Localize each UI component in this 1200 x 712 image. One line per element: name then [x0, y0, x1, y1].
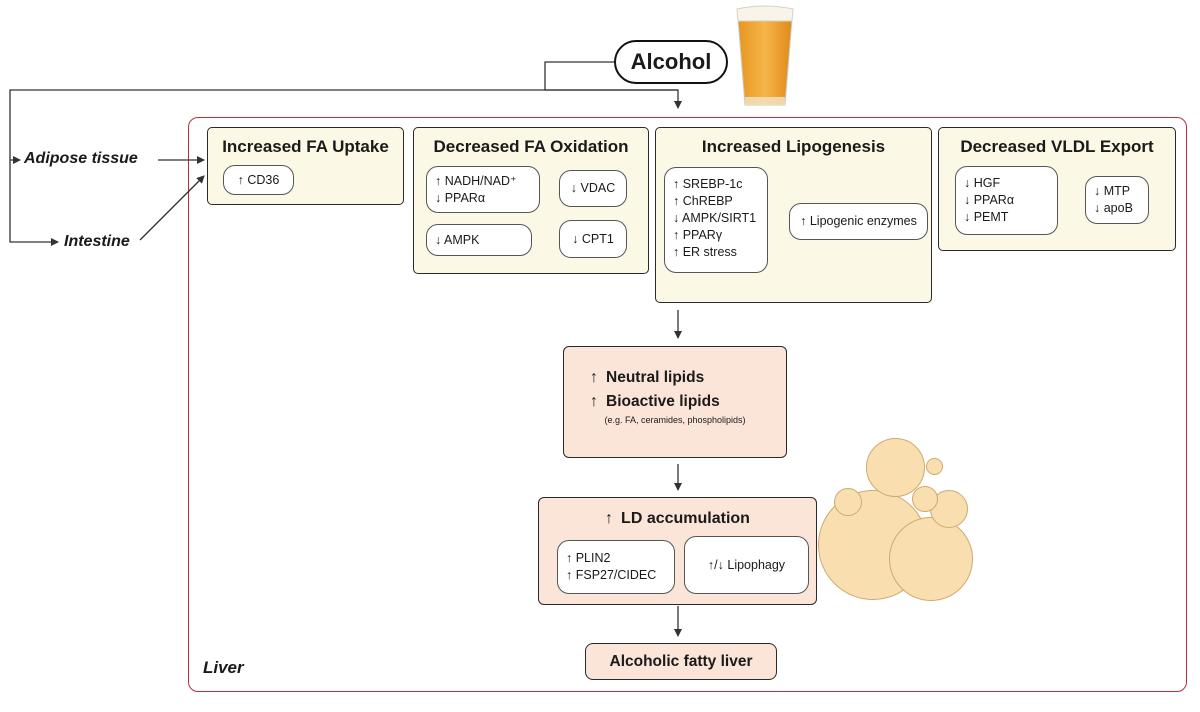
- alcoholic-fatty-liver-node: Alcoholic fatty liver: [585, 643, 777, 680]
- srebp-item: ↑ SREBP-1c: [673, 177, 743, 191]
- lipogenic-enzymes-item: ↑ Lipogenic enzymes: [789, 203, 928, 240]
- nadh-ratio-item: ↑ NADH/NAD⁺: [435, 174, 517, 188]
- bioactive-lipids-label: Bioactive lipids: [606, 393, 720, 410]
- ppara-item: ↓ PPARα: [435, 191, 486, 205]
- fa-oxidation-panel: Decreased FA Oxidation ↑ NADH/NAD⁺ ↓ PPA…: [413, 127, 649, 274]
- lipids-example-note: (e.g. FA, ceramides, phospholipids): [604, 415, 746, 425]
- er-stress-item: ↑ ER stress: [673, 245, 737, 259]
- lipogenic-factors-box: ↑ SREBP-1c ↑ ChREBP ↓ AMPK/SIRT1 ↑ PPARγ…: [664, 167, 768, 273]
- fa-oxidation-title: Decreased FA Oxidation: [433, 137, 629, 156]
- lipid-droplet-small: [912, 486, 938, 512]
- fsp27-item: ↑ FSP27/CIDEC: [566, 568, 657, 582]
- ld-accumulation-title: ↑ LD accumulation: [539, 510, 816, 528]
- neutral-lipids-text: ↑ Neutral lipids: [590, 369, 786, 387]
- apob-item: ↓ apoB: [1094, 201, 1133, 215]
- neutral-lipids-label: Neutral lipids: [606, 369, 705, 386]
- liver-compartment: [188, 117, 1187, 692]
- plin2-item: ↑ PLIN2: [566, 551, 611, 565]
- mtp-apob-box: ↓ MTP ↓ apoB: [1085, 176, 1149, 224]
- nadh-pparα-box: ↑ NADH/NAD⁺ ↓ PPARα: [426, 166, 540, 213]
- vdac-item: ↓ VDAC: [559, 170, 627, 207]
- lipid-droplet-tiny: [926, 458, 943, 475]
- vldl-export-panel: Decreased VLDL Export ↓ HGF ↓ PPARα ↓ PE…: [938, 127, 1176, 251]
- up-arrow-icon: ↑: [590, 369, 598, 386]
- lipids-node: ↑ Neutral lipids ↑ Bioactive lipids (e.g. …: [563, 346, 787, 458]
- cpt1-item: ↓ CPT1: [559, 220, 627, 258]
- lipogenesis-title: Increased Lipogenesis: [701, 137, 886, 156]
- lipophagy-item: ↑/↓ Lipophagy: [684, 536, 809, 594]
- lipid-droplet-top: [866, 438, 925, 497]
- intestine-label: Intestine: [64, 233, 130, 250]
- alcohol-distribution-line: [9, 89, 678, 246]
- chrebp-item: ↑ ChREBP: [673, 194, 733, 208]
- alcohol-node: Alcohol: [614, 40, 728, 84]
- ld-accumulation-node: ↑ LD accumulation ↑ PLIN2 ↑ FSP27/CIDEC ↑…: [538, 497, 817, 605]
- ampk-item: ↓ AMPK: [426, 224, 532, 256]
- vldl-export-title: Decreased VLDL Export: [960, 137, 1154, 156]
- pemt-item: ↓ PEMT: [964, 210, 1009, 224]
- lipogenesis-panel: Increased Lipogenesis ↑ SREBP-1c ↑ ChREB…: [655, 127, 932, 303]
- cd36-item: ↑ CD36: [223, 165, 294, 195]
- lipid-droplet-medium: [889, 517, 973, 601]
- ppary-item: ↑ PPARγ: [673, 228, 723, 242]
- intestine-to-uptake-arrow: [139, 175, 205, 241]
- liver-label: Liver: [203, 658, 244, 677]
- up-arrow-icon: ↑: [605, 510, 614, 527]
- vldl-factors-box: ↓ HGF ↓ PPARα ↓ PEMT: [955, 166, 1058, 235]
- beer-glass-icon: [736, 5, 794, 106]
- ppara-vldl-item: ↓ PPARα: [964, 193, 1015, 207]
- lipid-droplet-left-small: [834, 488, 862, 516]
- bioactive-lipids-text: ↑ Bioactive lipids: [590, 393, 786, 411]
- ld-proteins-box: ↑ PLIN2 ↑ FSP27/CIDEC: [557, 540, 675, 594]
- ld-title-label: LD accumulation: [621, 510, 750, 527]
- up-arrow-icon: ↑: [590, 393, 598, 410]
- hgf-item: ↓ HGF: [964, 176, 1001, 190]
- adipose-tissue-label: Adipose tissue: [24, 150, 138, 167]
- fa-uptake-title: Increased FA Uptake: [222, 137, 389, 156]
- ampk-sirt1-item: ↓ AMPK/SIRT1: [673, 211, 757, 225]
- mtp-item: ↓ MTP: [1094, 184, 1131, 198]
- fa-uptake-panel: Increased FA Uptake ↑ CD36: [207, 127, 404, 205]
